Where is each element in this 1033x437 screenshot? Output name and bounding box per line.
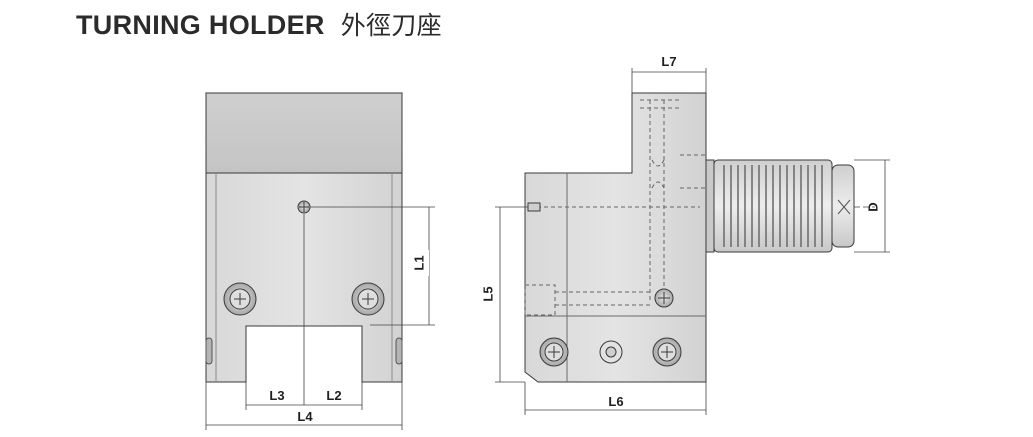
side-view xyxy=(524,92,855,383)
dim-l6-label: L6 xyxy=(608,394,623,409)
side-screw-right xyxy=(652,337,682,367)
front-screw-right xyxy=(351,282,385,316)
side-screw-left xyxy=(539,337,569,367)
side-pin-center xyxy=(599,340,623,364)
front-side-slot-right xyxy=(395,337,403,365)
side-inner-screw xyxy=(654,288,674,308)
dim-l1-label: L1 xyxy=(411,255,426,270)
dim-l7-label: L7 xyxy=(661,54,676,69)
dim-l2-label: L2 xyxy=(326,388,341,403)
dim-l5-label: L5 xyxy=(480,286,495,301)
page-title: TURNING HOLDER 外徑刀座 xyxy=(76,6,442,42)
vdi-shank xyxy=(705,159,855,253)
title-english: TURNING HOLDER xyxy=(76,10,325,40)
front-dimensions xyxy=(205,206,435,430)
front-view xyxy=(205,92,403,405)
title-chinese: 外徑刀座 xyxy=(340,11,442,40)
side-hidden-lines xyxy=(524,99,706,316)
side-dimensions xyxy=(495,68,890,415)
front-side-slot-left xyxy=(205,337,213,365)
dim-d-label: D xyxy=(865,202,880,211)
dim-l4-label: L4 xyxy=(297,409,313,424)
side-coolant-plug xyxy=(527,202,541,212)
front-screw-left xyxy=(223,282,257,316)
dim-l3-label: L3 xyxy=(269,388,284,403)
front-top-block xyxy=(205,92,403,174)
